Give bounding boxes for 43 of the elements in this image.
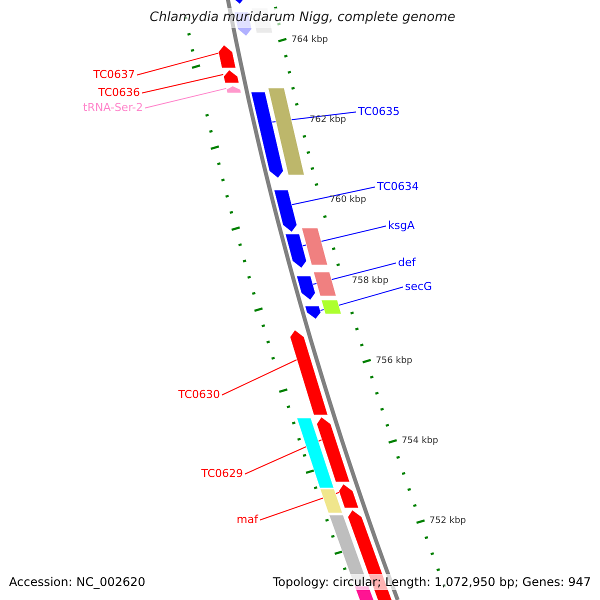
- gene-label: def: [398, 255, 416, 271]
- gene-bar: [296, 418, 334, 488]
- gene-label: TC0630: [178, 387, 220, 403]
- tick-label: 764 kbp: [291, 34, 328, 46]
- tick-label: 756 kbp: [376, 355, 412, 367]
- gene-feature: [290, 330, 328, 416]
- leader-line: [291, 186, 376, 206]
- leader-line: [222, 359, 298, 396]
- gene-feature: [274, 190, 298, 232]
- gene-label: TC0636: [98, 85, 140, 101]
- gene-feature: [218, 44, 236, 68]
- leader-line: [144, 88, 227, 108]
- gene-feature: [226, 86, 242, 94]
- gene-feature: [296, 276, 316, 300]
- gene-label: secG: [405, 279, 432, 295]
- gene-label: TC0634: [377, 179, 419, 195]
- gene-feature: [316, 416, 350, 482]
- leader-line: [136, 52, 220, 76]
- gene-label: ksgA: [388, 218, 415, 234]
- gene-bar: [313, 272, 336, 296]
- gene-label: tRNA-Ser-2: [83, 100, 143, 116]
- gene-feature: [223, 70, 240, 84]
- tick-label: 754 kbp: [402, 435, 438, 447]
- gene-label: TC0629: [201, 466, 243, 482]
- gene-bar: [320, 488, 343, 514]
- gene-feature: [250, 92, 284, 178]
- gene-bar: [321, 300, 342, 314]
- gene-bar: [301, 228, 328, 266]
- gene-label: maf: [236, 512, 258, 528]
- gene-label: TC0635: [358, 104, 400, 120]
- tick-label: 752 kbp: [429, 515, 466, 527]
- gene-label: TC0637: [93, 67, 135, 83]
- gene-bar: [268, 88, 305, 176]
- gene-feature: [338, 484, 359, 508]
- leader-line: [312, 262, 396, 285]
- leader-line: [142, 74, 224, 94]
- tick-label: 762 kbp: [309, 114, 346, 126]
- leader-line: [320, 286, 404, 312]
- gene-feature: [304, 306, 322, 320]
- tick-label: 760 kbp: [330, 194, 366, 206]
- leader-line: [260, 492, 340, 520]
- tick-label: 758 kbp: [352, 275, 388, 287]
- gene-feature: [285, 234, 307, 268]
